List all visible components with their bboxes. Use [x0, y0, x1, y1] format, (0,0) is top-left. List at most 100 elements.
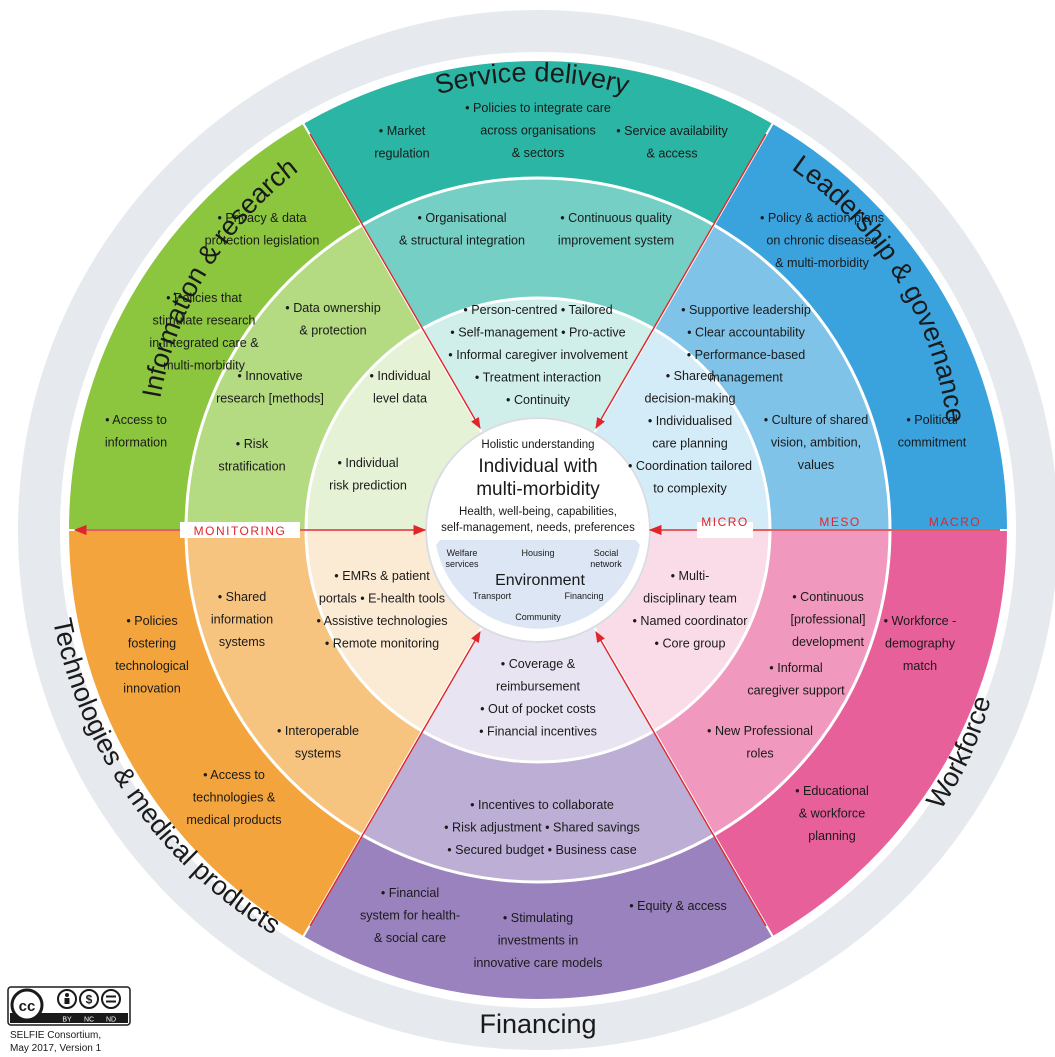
financing-micro-item-1: • Coverage & reimbursement • Out of pocket…	[479, 657, 597, 739]
bullet-text-line: • Data ownership	[285, 301, 380, 315]
bullet-text-line: • Supportive leadership	[681, 303, 811, 317]
bullet-text-line: • New Professional	[707, 724, 813, 738]
bullet-text-line: • Market	[379, 124, 426, 138]
environment-zone	[436, 540, 640, 629]
bullet-text-line: • Shared	[218, 590, 267, 604]
env-social-line1: Social	[594, 548, 619, 558]
bullet-text-line: values	[798, 458, 834, 472]
center-content: Holistic understanding Individual with m…	[441, 439, 635, 622]
bullet-text-line: innovation	[123, 682, 180, 696]
information-meso-item-3: • Risk stratification	[218, 437, 285, 474]
micro-label: MICRO	[701, 515, 749, 529]
bullet-text-line: innovative care models	[474, 956, 603, 970]
service-delivery-micro-item-1: • Person-centred • Tailored• Self-manage…	[448, 303, 628, 407]
bullet-text-line: • Shared	[666, 369, 715, 383]
financing-macro-item-3: • Equity & access	[629, 899, 727, 913]
bullet-text-line: • Clear accountability	[687, 326, 806, 340]
bullet-text-line: • Secured budget • Business case	[447, 843, 636, 857]
workforce-meso-item-3: • New Professional roles	[707, 724, 813, 761]
bullet-text-line: • Policies to integrate care	[465, 101, 611, 115]
bullet-text-line: regulation	[374, 147, 429, 161]
bullet-text-line: medical products	[186, 813, 281, 827]
bullet-text-line: • Assistive technologies	[316, 614, 447, 628]
bullet-text-line: fostering	[128, 637, 176, 651]
bullet-text-line: • Policies that	[166, 291, 242, 305]
bullet-text-line: • Policy & action plans	[760, 211, 884, 225]
leadership-meso-item-1: • Supportive leadership • Clear accountab…	[681, 303, 811, 385]
bullet-text-line: • Culture of shared	[764, 413, 869, 427]
bullet-text-line: • Continuous quality	[560, 211, 672, 225]
env-social-line2: network	[590, 559, 622, 569]
bullet-text-line: caregiver support	[747, 684, 845, 698]
bullet-text-line: systems	[295, 747, 341, 761]
bullet-text-line: care planning	[652, 437, 728, 451]
bullet-text-line: & workforce	[799, 807, 866, 821]
bullet-text-line: • Incentives to collaborate	[470, 798, 614, 812]
bullet-text-line: reimbursement	[496, 680, 580, 694]
cc-icon	[10, 988, 44, 1022]
center-desc-line1: Health, well-being, capabilities,	[459, 506, 617, 518]
bullet-text-line: improvement system	[558, 234, 674, 248]
bullet-text-line: vision, ambition,	[771, 436, 861, 450]
bullet-text-line: risk prediction	[329, 479, 407, 493]
bullet-text-line: roles	[746, 747, 773, 761]
bullet-text-line: • Out of pocket costs	[480, 702, 596, 716]
sector-wedges	[66, 59, 1010, 1001]
env-welfare-line2: services	[445, 559, 479, 569]
bullet-text-line: level data	[373, 392, 427, 406]
bullet-text-line: • Remote monitoring	[325, 637, 439, 651]
by-icon-body	[64, 998, 70, 1004]
service-delivery-meso-item-1: • Organisational& structural integration	[399, 211, 525, 248]
leadership-meso-item-2: • Culture of shared vision, ambition, valu…	[764, 413, 869, 472]
bullet-text-line: stratification	[218, 460, 285, 474]
information-micro-item-1: • Individual level data	[369, 369, 430, 406]
holistic-label: Holistic understanding	[481, 439, 594, 451]
nc-icon-glyph: $	[86, 993, 93, 1007]
env-housing: Housing	[521, 548, 554, 558]
nc-icon	[79, 989, 99, 1009]
bullet-text-line: protection legislation	[205, 234, 320, 248]
bullet-text-line: • Political	[906, 413, 957, 427]
bullet-text-line: • Stimulating	[503, 911, 573, 925]
bullet-text-line: • Individual	[369, 369, 430, 383]
bullet-text-line: • Educational	[795, 784, 869, 798]
meso-label: MESO	[819, 515, 860, 529]
bullet-text-line: & access	[646, 147, 697, 161]
bullet-text-line: information	[211, 613, 273, 627]
bullet-text-line: systems	[219, 635, 265, 649]
env-title: Environment	[495, 572, 585, 589]
section-bullets: • Market regulation • Policies to integrat…	[105, 101, 967, 970]
bullet-text-line: portals • E-health tools	[319, 592, 445, 606]
axes	[73, 133, 1000, 927]
monitoring-label: MONITORING	[194, 524, 287, 538]
bullet-text-line: • Informal caregiver involvement	[448, 348, 628, 362]
bullet-text-line: • Access to	[105, 413, 167, 427]
bullet-text-line: disciplinary team	[643, 592, 737, 606]
bullet-text-line: multi-morbidity	[163, 359, 246, 373]
bullet-text-line: • Self-management • Pro-active	[450, 326, 625, 340]
bullet-text-line: • Multi-	[671, 569, 710, 583]
bullet-text-line: technological	[115, 659, 189, 673]
bullet-text-line: & protection	[299, 324, 366, 338]
bullet-text-line: stimulate research	[153, 314, 256, 328]
nd-icon-bar2	[106, 1000, 116, 1003]
bullet-text-line: • Continuous	[792, 590, 864, 604]
bullet-text-line: • Innovative	[237, 369, 302, 383]
bullet-text-line: • Risk adjustment • Shared savings	[444, 821, 640, 835]
bullet-text-line: • Risk	[236, 437, 269, 451]
bullet-text-line: & multi-morbidity	[775, 256, 869, 270]
bullet-text-line: investments in	[498, 934, 579, 948]
bullet-text-line: • Coverage &	[501, 657, 576, 671]
financing-macro-item-2: • Stimulating investments in innovative ca…	[474, 911, 603, 970]
monitoring-label-bg	[180, 522, 300, 538]
bullet-text-line: • Interoperable	[277, 724, 359, 738]
bullet-text-line: • Named coordinator	[632, 614, 747, 628]
bullet-text-line: & social care	[374, 931, 446, 945]
